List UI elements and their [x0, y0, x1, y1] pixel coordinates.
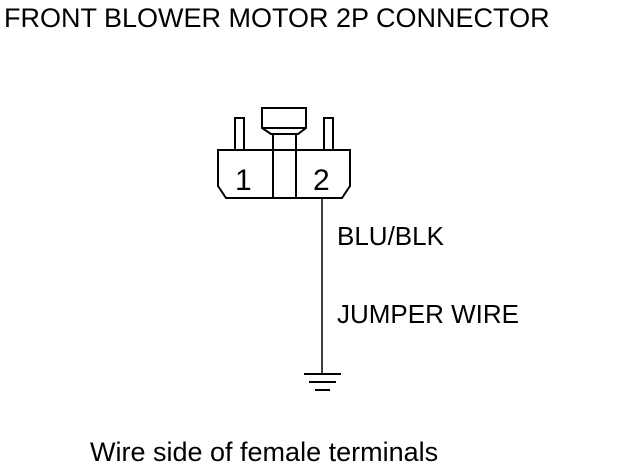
right-tab	[323, 117, 334, 151]
diagram-title: FRONT BLOWER MOTOR 2P CONNECTOR	[4, 3, 550, 33]
pin-1-label: 1	[235, 164, 252, 197]
latch-housing	[261, 107, 307, 135]
view-caption: Wire side of female terminals	[90, 437, 439, 467]
wire-color-label: BLU/BLK	[337, 221, 444, 251]
ground-icon	[304, 373, 341, 391]
connector-body	[217, 149, 351, 199]
left-tab	[234, 117, 245, 151]
pin-2-label: 2	[313, 164, 330, 197]
jumper-wire-label: JUMPER WIRE	[337, 299, 519, 329]
